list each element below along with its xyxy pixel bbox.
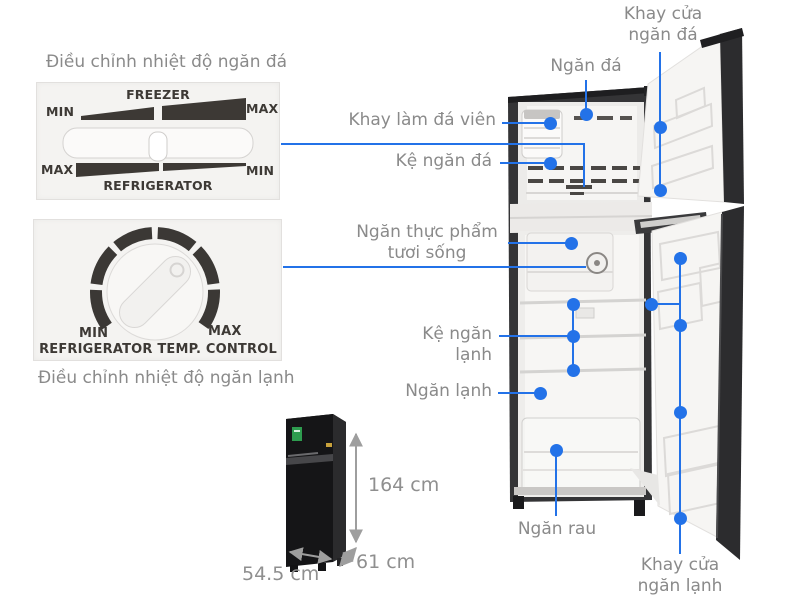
- leader-vegetable-drawer: [555, 452, 557, 516]
- callout-dot: [544, 117, 557, 130]
- callout-dot: [567, 330, 580, 343]
- freezer-scale-min: MIN: [46, 104, 75, 119]
- leader-fridge-door-tray: [679, 252, 681, 554]
- callout-dot: [565, 237, 578, 250]
- leader-freezer-slider: [281, 143, 585, 145]
- leader-fridge-shelf: [499, 335, 569, 337]
- fridge-door-open: [630, 206, 744, 560]
- callout-label-fridge-door-tray: Khay cửa ngăn lạnh: [637, 555, 723, 597]
- callout-dot: [674, 512, 687, 525]
- callout-label-freezer-shelf: Kệ ngăn đá: [395, 151, 492, 171]
- callout-label-ice-cube-tray: Khay làm đá viên: [348, 110, 496, 130]
- fridge-interior: [514, 232, 647, 495]
- leader-freezer-slider-drop: [583, 143, 585, 187]
- dial-max: MAX: [208, 324, 242, 339]
- fridge-panel-title: Điều chỉnh nhiệt độ ngăn lạnh: [38, 368, 295, 388]
- callout-dot: [550, 444, 563, 457]
- fridge-temp-control-panel: [33, 219, 282, 361]
- callout-dot: [534, 387, 547, 400]
- freezer-panel-title: Điều chỉnh nhiệt độ ngăn đá: [46, 52, 288, 72]
- callout-label-fridge-shelf: Kệ ngăn lạnh: [422, 324, 492, 366]
- freezer-scale-label: FREEZER: [126, 87, 190, 102]
- freezer-scale-max: MAX: [246, 101, 279, 116]
- callout-dot: [567, 298, 580, 311]
- slider-knob: [148, 131, 168, 162]
- dial-min: MIN: [79, 326, 109, 341]
- leader-fridge-dial: [283, 266, 586, 268]
- refrigerator-scale-label: REFRIGERATOR: [103, 178, 213, 193]
- dimension-width: 54.5 cm: [242, 563, 320, 585]
- leader-fresh-food: [508, 242, 568, 244]
- fridge-dial-graphic: [90, 227, 220, 357]
- leader-ice-cube-tray: [502, 122, 546, 124]
- callout-dot: [654, 121, 667, 134]
- callout-label-vegetable-drawer: Ngăn rau: [517, 519, 597, 539]
- callout-dot: [645, 298, 658, 311]
- dimension-arrows: [288, 432, 363, 568]
- dimension-height: 164 cm: [368, 474, 440, 496]
- small-fridge: [286, 414, 346, 572]
- callout-dot: [674, 252, 687, 265]
- freezer-slider-graphic: [62, 98, 254, 177]
- callout-label-freezer-compartment: Ngăn đá: [550, 56, 622, 76]
- callout-dot: [674, 319, 687, 332]
- callout-dot: [567, 364, 580, 377]
- callout-dot: [544, 157, 557, 170]
- callout-label-fridge-compartment: Ngăn lạnh: [405, 381, 492, 401]
- leader-freezer-compartment: [585, 80, 587, 116]
- freezer-temp-control-panel: [36, 82, 280, 200]
- freezer-door-open: [637, 28, 744, 204]
- callout-dot: [654, 184, 667, 197]
- leader-freezer-shelf: [500, 162, 548, 164]
- dial-caption: REFRIGERATOR TEMP. CONTROL: [39, 342, 277, 357]
- callout-dot: [580, 108, 593, 121]
- callout-label-freezer-door-tray: Khay cửa ngăn đá: [623, 4, 703, 46]
- leader-fridge-door-tray-branch: [653, 303, 680, 305]
- refrigerator-scale-max: MAX: [41, 162, 74, 177]
- leader-fridge-compartment: [498, 392, 538, 394]
- refrigerator-scale-min: MIN: [246, 163, 275, 178]
- dimension-depth: 61 cm: [356, 551, 416, 573]
- callout-dot: [674, 406, 687, 419]
- callout-label-fresh-food: Ngăn thực phẩm tươi sống: [356, 222, 498, 264]
